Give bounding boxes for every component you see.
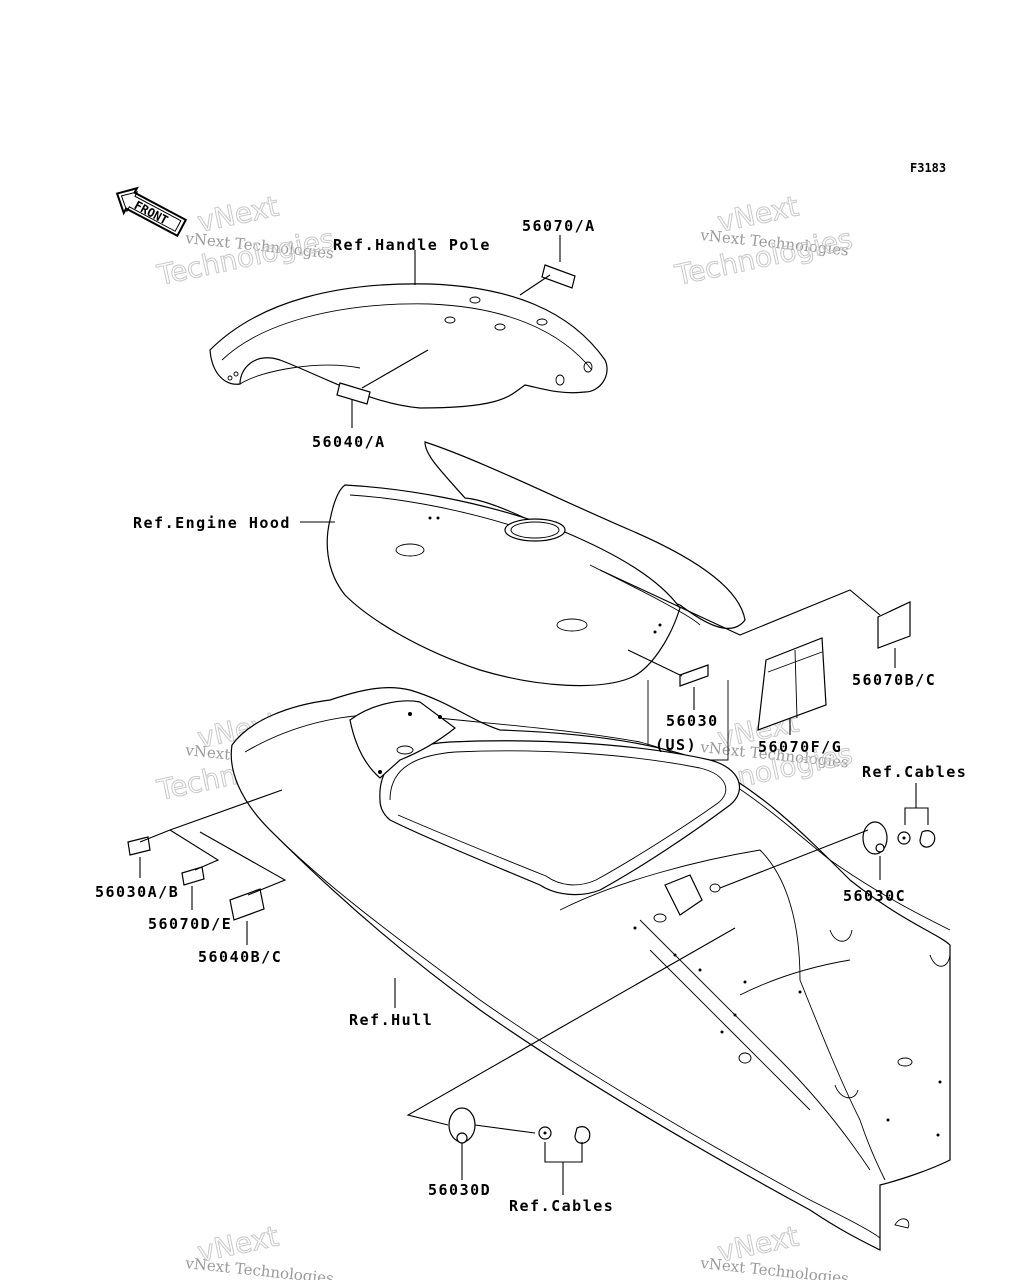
- hull: [230, 687, 951, 1251]
- cap-56030c: [719, 783, 936, 889]
- decal-56070fg: [757, 637, 827, 731]
- label-56040bc: 56040B/C: [198, 948, 282, 966]
- label-56070fg: 56070F/G: [758, 738, 842, 756]
- label-56040a: 56040/A: [312, 433, 386, 451]
- watermark-bottom-right: vNext Technologies vNext: [699, 1219, 850, 1280]
- label-56030c: 56030C: [843, 887, 906, 905]
- decal-56070a: [541, 264, 576, 289]
- decal-56040bc: [229, 888, 265, 921]
- label-us: (US): [655, 736, 697, 754]
- engine-hood: [300, 441, 746, 687]
- label-cables-bottom: Ref.Cables: [509, 1197, 614, 1215]
- label-engine-hood: Ref.Engine Hood: [133, 514, 291, 532]
- watermark-top-left: vNext Technologies vNext Technologies: [153, 189, 338, 292]
- label-56030: 56030: [666, 712, 719, 730]
- label-cables-right: Ref.Cables: [862, 763, 967, 781]
- svg-text:vNext: vNext: [195, 190, 282, 239]
- decal-56070bc: [877, 601, 911, 649]
- figure-code: F3183: [910, 161, 946, 175]
- label-56070bc: 56070B/C: [852, 671, 936, 689]
- svg-text:Technologies: Technologies: [154, 222, 338, 292]
- front-arrow-icon: FRONT: [115, 186, 188, 238]
- decal-56030ab: [127, 836, 151, 856]
- label-56070de: 56070D/E: [148, 915, 232, 933]
- watermark-bottom-left: vNext Technologies vNext: [184, 1219, 335, 1280]
- decal-56040a: [336, 382, 371, 405]
- label-56030ab: 56030A/B: [95, 883, 179, 901]
- handle-pole-cover: [209, 250, 608, 409]
- watermark-top-right: vNext Technologies vNext Technologies: [671, 189, 856, 292]
- label-hull: Ref.Hull: [349, 1011, 433, 1029]
- label-56030d: 56030D: [428, 1181, 491, 1199]
- label-handle-pole: Ref.Handle Pole: [333, 236, 491, 254]
- cap-56030d: [406, 927, 736, 1195]
- decal-56030: [679, 664, 709, 687]
- decal-56070de: [181, 866, 205, 886]
- label-56070a: 56070/A: [522, 217, 596, 235]
